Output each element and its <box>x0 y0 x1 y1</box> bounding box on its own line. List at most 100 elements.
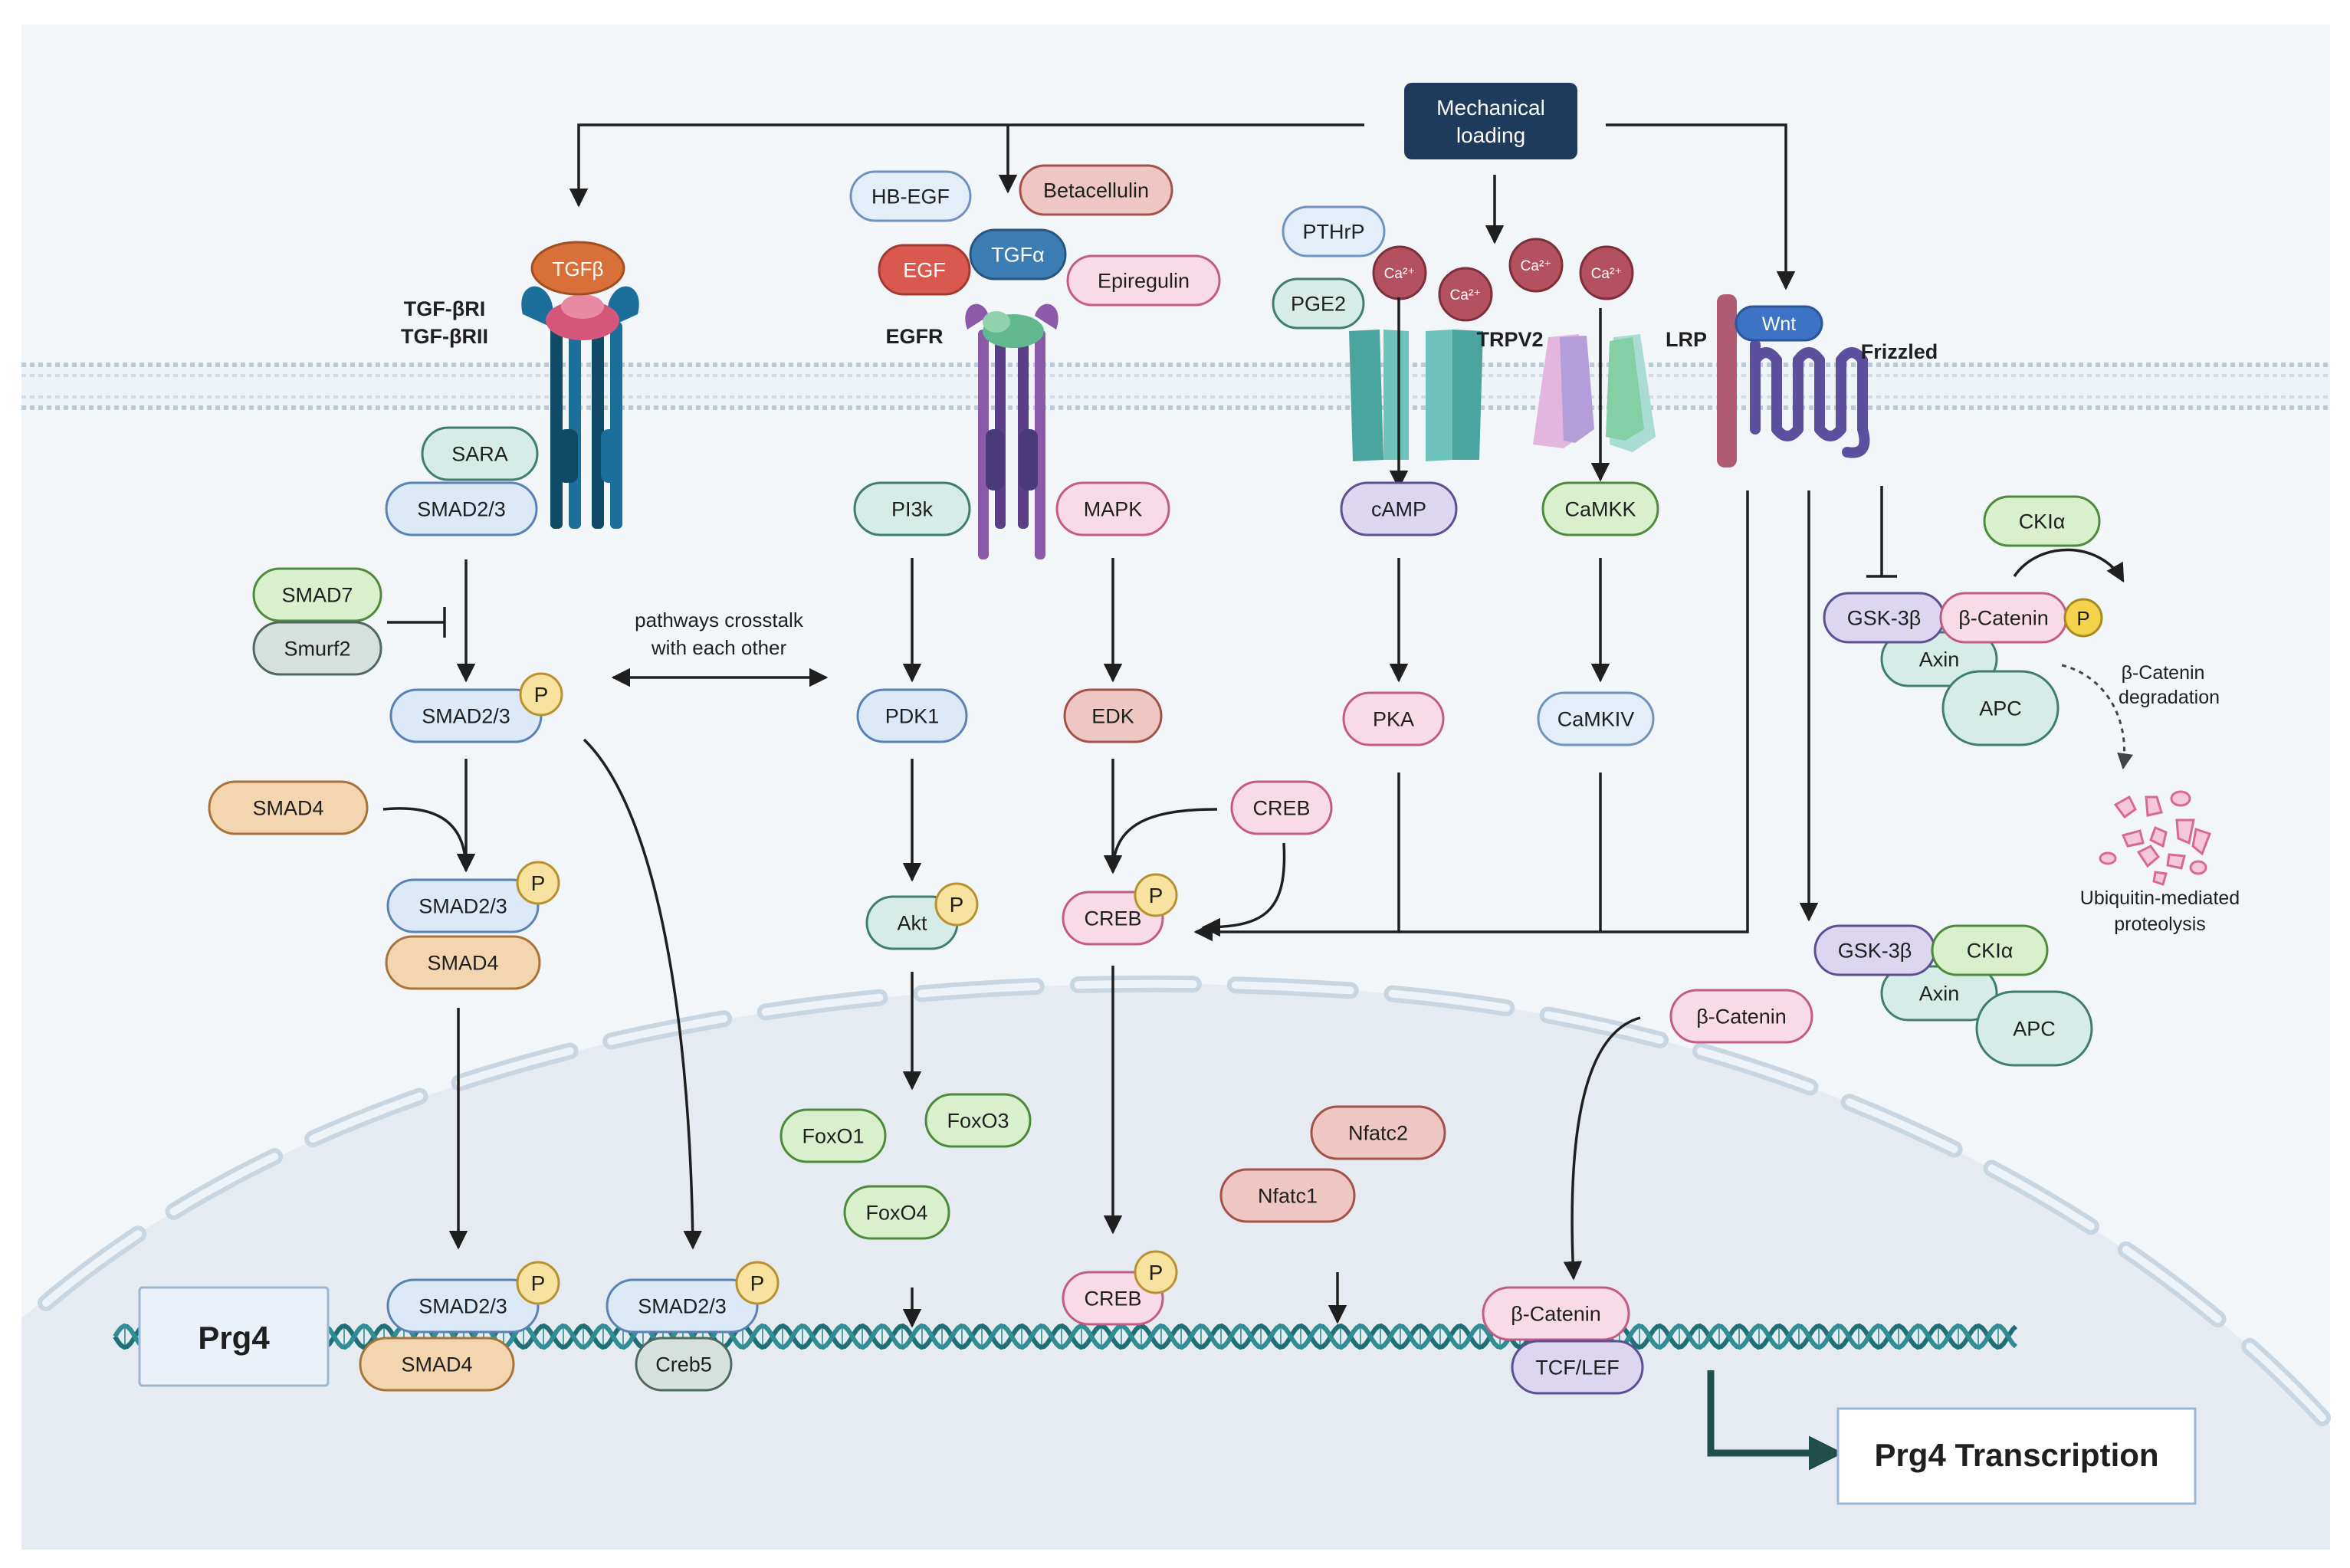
smad23-complex-p: P <box>516 861 560 905</box>
creb-input-node-label: CREB <box>1252 797 1310 820</box>
calcium-ion-label: Ca²⁺ <box>1450 287 1482 303</box>
smad23-complex-p-label: P <box>531 871 546 895</box>
creb5-node-label: Creb5 <box>655 1353 712 1376</box>
smad23-creb5-node-label: SMAD2/3 <box>638 1295 727 1318</box>
trpv2-label: TRPV2 <box>1476 328 1543 351</box>
akt-node-label: Akt <box>897 912 927 935</box>
creb-nuclear-node: CREB <box>1062 1271 1164 1326</box>
smad23-phospho-node-label: SMAD2/3 <box>422 705 510 728</box>
bcatenin-nuclear-node: β-Catenin <box>1482 1286 1630 1341</box>
creb-nuclear-p: P <box>1134 1250 1178 1294</box>
pi3k-node-label: PI3k <box>891 498 934 521</box>
prg4-transcription-box: Prg4 Transcription <box>1836 1407 2197 1505</box>
calcium-ion-4: Ca²⁺ <box>1579 245 1634 300</box>
nfatc1-node: Nfatc1 <box>1219 1168 1356 1223</box>
sara-node-label: SARA <box>451 443 508 466</box>
calcium-ion-label: Ca²⁺ <box>1521 258 1552 274</box>
wnt-label: Wnt <box>1762 313 1797 335</box>
pdk1-node: PDK1 <box>856 688 968 743</box>
creb-cyto-p: P <box>1134 873 1178 917</box>
axin-free-node-label: Axin <box>1919 982 1960 1005</box>
mapk-node-label: MAPK <box>1084 498 1143 521</box>
tgfa-ligand: TGFα <box>969 228 1067 280</box>
prg4-gene-box: Prg4 <box>138 1286 330 1387</box>
crosstalk-label-2: with each other <box>651 636 787 659</box>
smad23-creb5-p: P <box>735 1261 780 1305</box>
smad23-complex-node: SMAD2/3 <box>386 878 540 933</box>
camkiv-node-label: CaMKIV <box>1557 708 1635 731</box>
creb-nuclear-node-label: CREB <box>1084 1288 1141 1310</box>
gsk3b-node-label: GSK-3β <box>1847 607 1922 630</box>
camkiv-node: CaMKIV <box>1537 691 1655 746</box>
betacellulin-ligand-label: Betacellulin <box>1043 179 1149 202</box>
tgfb-receptor-label-1: TGF-βRI <box>404 297 485 320</box>
bcatenin-free-node-label: β-Catenin <box>1696 1005 1787 1028</box>
frizzled-receptor <box>1750 340 1870 458</box>
pi3k-node: PI3k <box>853 481 971 536</box>
camkk-node-label: CaMKK <box>1564 498 1636 521</box>
akt-p-label: P <box>950 893 964 917</box>
epiregulin-ligand: Epiregulin <box>1066 254 1221 307</box>
nfatc2-node: Nfatc2 <box>1310 1105 1446 1160</box>
ckia-free-node: CKIα <box>1931 924 2049 976</box>
calcium-ion-2: Ca²⁺ <box>1438 267 1493 322</box>
bcatenin-complex-node-label: β-Catenin <box>1958 607 2049 630</box>
foxo4-node-label: FoxO4 <box>865 1202 927 1225</box>
foxo1-node-label: FoxO1 <box>802 1125 864 1148</box>
smad23-nuclear-node-label: SMAD2/3 <box>418 1295 507 1318</box>
pthrp-ligand: PTHrP <box>1282 205 1386 258</box>
egfr-label: EGFR <box>885 325 943 348</box>
bcatenin-phospho-p: P <box>2063 598 2103 638</box>
smurf2-node: Smurf2 <box>252 621 382 676</box>
tcflef-node: TCF/LEF <box>1511 1340 1644 1395</box>
proteolysis-label-1: Ubiquitin-mediated <box>2080 887 2240 909</box>
hb-egf-ligand-label: HB-EGF <box>871 185 950 208</box>
gsk3b-free-node: GSK-3β <box>1813 924 1936 976</box>
smad4-nuclear-node-label: SMAD4 <box>401 1353 472 1376</box>
mapk-node: MAPK <box>1055 481 1170 536</box>
crosstalk-label-1: pathways crosstalk <box>635 609 804 631</box>
apc-node: APC <box>1941 670 2060 746</box>
pathway-arrows <box>382 297 2125 1328</box>
smad23-nuclear-node: SMAD2/3 <box>386 1278 540 1333</box>
foxo3-node: FoxO3 <box>924 1093 1032 1148</box>
smad23-creb5-node: SMAD2/3 <box>606 1278 759 1333</box>
tcflef-node-label: TCF/LEF <box>1535 1356 1620 1379</box>
smurf2-node-label: Smurf2 <box>284 638 350 661</box>
bcatenin-phospho-label: P <box>2076 607 2089 630</box>
lrp-receptor <box>1717 294 1737 467</box>
nfatc1-node-label: Nfatc1 <box>1258 1185 1318 1208</box>
creb-cyto-node: CREB <box>1062 891 1164 946</box>
calcium-ion-label: Ca²⁺ <box>1591 266 1623 282</box>
ckia-node-label: CKIα <box>2019 510 2066 533</box>
loading-arrows <box>569 123 1796 290</box>
tgfb-receptor-label-2: TGF-βRII <box>401 325 488 348</box>
smad23-phospho-p-label: P <box>534 683 549 707</box>
ckia-free-node-label: CKIα <box>1967 940 2014 963</box>
smad4-complex-node: SMAD4 <box>385 935 541 990</box>
trpv2-channel <box>1533 334 1656 452</box>
egfr-receptor <box>965 303 1058 559</box>
apc-node-label: APC <box>1979 697 2022 720</box>
foxo4-node: FoxO4 <box>843 1185 950 1240</box>
tgfb-receptor <box>521 286 639 529</box>
pka-node: PKA <box>1342 691 1445 746</box>
camp-channel <box>1349 330 1483 461</box>
calcium-ion-3: Ca²⁺ <box>1508 238 1564 293</box>
camp-node-label: cAMP <box>1371 498 1426 521</box>
hb-egf-ligand: HB-EGF <box>849 170 972 222</box>
mechanical-loading-label-2: loading <box>1456 123 1525 147</box>
pge2-ligand-label: PGE2 <box>1291 293 1346 316</box>
degradation-label-1: β-Catenin <box>2122 662 2205 684</box>
apc-free-node-label: APC <box>2013 1018 2056 1041</box>
mechanical-loading-label-1: Mechanical <box>1436 96 1545 120</box>
prg4-transcription-label: Prg4 Transcription <box>1874 1437 2158 1473</box>
akt-p: P <box>934 882 979 927</box>
edk-node-label: EDK <box>1091 705 1134 728</box>
smad4-cyto-node: SMAD4 <box>208 780 369 835</box>
smad23-complex-node-label: SMAD2/3 <box>418 895 507 918</box>
frizzled-label: Frizzled <box>1861 340 1938 363</box>
creb-input-node: CREB <box>1230 780 1333 835</box>
cell-membrane <box>21 363 2330 409</box>
smad23-phospho-node: SMAD2/3 <box>389 688 543 743</box>
